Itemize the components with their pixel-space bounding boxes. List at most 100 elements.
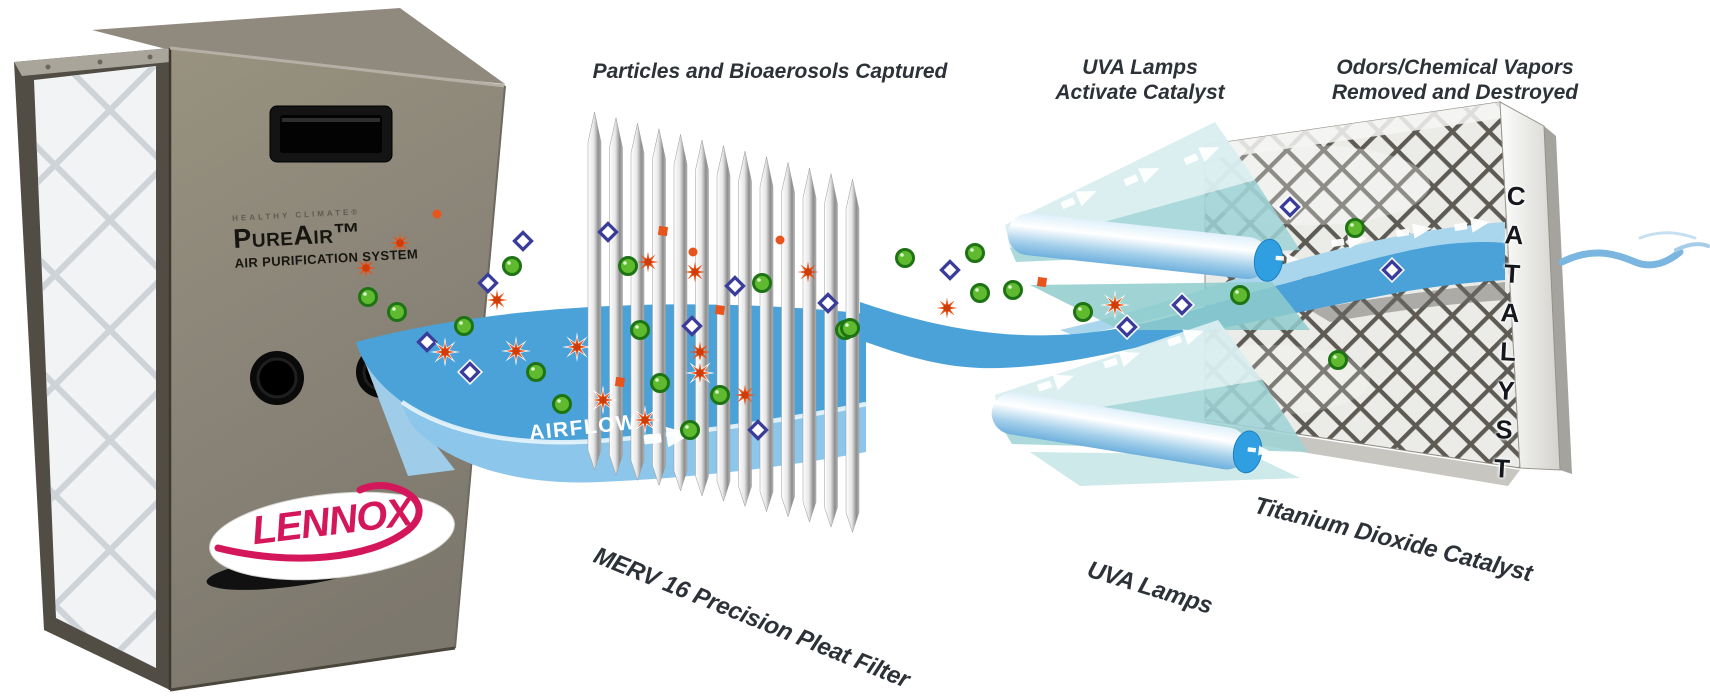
- vapor-diamond-icon: [1379, 257, 1405, 283]
- particle-circle-icon: [552, 394, 572, 414]
- catalyst-edge: [1499, 101, 1572, 474]
- particle-circle-icon: [1345, 218, 1365, 238]
- filter-pleat: [759, 156, 774, 513]
- bioaerosol-star-icon: [734, 384, 756, 406]
- vapor-diamond-icon: [1277, 194, 1303, 220]
- filter-pleat: [652, 128, 666, 487]
- bioaerosol-star-icon: [562, 332, 592, 362]
- clean-air-wave-faint: [1638, 231, 1697, 240]
- cabinet-top-face: [92, 8, 505, 84]
- uva-lamp-upper: [1007, 213, 1284, 282]
- filter-pleat: [781, 162, 795, 518]
- bioaerosol-star-icon: [932, 293, 962, 323]
- filter-pleat: [695, 139, 709, 497]
- bioaerosol-star-icon: [637, 251, 659, 273]
- particle-circle-icon: [502, 256, 522, 276]
- caption-uva-activate: UVA Lamps Activate Catalyst: [1035, 56, 1245, 106]
- caption-odors-removed: Odors/Chemical Vapors Removed and Destro…: [1325, 56, 1585, 106]
- bioaerosol-star-icon: [501, 336, 531, 366]
- clean-air-wave-thin: [1674, 242, 1710, 252]
- lamp-tube: [1007, 213, 1269, 280]
- beam-pale: [1005, 122, 1255, 248]
- particle-circle-icon: [970, 283, 990, 303]
- vapor-diamond-icon: [512, 230, 534, 252]
- screw-icon: [45, 64, 51, 70]
- bioaerosol-star-icon: [430, 337, 460, 367]
- screw-icon: [97, 59, 103, 65]
- vapor-diamond-icon: [747, 419, 769, 441]
- filter-pleat: [738, 151, 752, 508]
- filter-pleat: [630, 123, 645, 482]
- particle-circle-icon: [752, 273, 772, 293]
- particle-circle-icon: [630, 320, 650, 340]
- particles-group: [355, 194, 1405, 441]
- particle-circle-icon: [1328, 350, 1348, 370]
- particle-dot-icon: [432, 209, 442, 219]
- particle-circle-icon: [1003, 280, 1023, 300]
- particle-circle-icon: [454, 316, 474, 336]
- vapor-diamond-icon: [477, 272, 499, 294]
- lamp-tube: [991, 392, 1248, 470]
- pleated-filter: [587, 111, 860, 534]
- particle-circle-icon: [387, 302, 407, 322]
- filter-media-weave: [34, 66, 156, 668]
- particle-circle-icon: [840, 318, 860, 338]
- cabinet-bottom-edge: [169, 646, 456, 692]
- particle-circle-icon: [895, 248, 915, 268]
- particle-circle-icon: [965, 243, 985, 263]
- vapor-diamond-icon: [416, 331, 438, 353]
- stream-main-band: [860, 242, 1505, 369]
- particle-circle-icon: [650, 373, 670, 393]
- vapor-diamond-icon: [817, 292, 839, 314]
- vapor-diamond-icon: [1114, 314, 1140, 340]
- port-left-inner: [256, 357, 298, 399]
- beam-pale: [995, 320, 1262, 424]
- cabinet-top-lip: [169, 46, 506, 88]
- filter-pleat: [716, 145, 731, 503]
- vapor-diamond-icon: [1169, 292, 1195, 318]
- vapor-diamond-icon: [457, 359, 483, 385]
- vapor-diamond-icon: [681, 315, 703, 337]
- particle-dot-icon: [775, 235, 785, 245]
- vapor-diamond-icon: [724, 275, 746, 297]
- filter-pleat: [673, 134, 688, 492]
- particle-circle-icon: [680, 420, 700, 440]
- caption-uva-activate-line1: UVA Lamps: [1082, 56, 1198, 79]
- bioaerosol-star-icon: [389, 232, 411, 254]
- bioaerosol-star-icon: [689, 341, 711, 363]
- particle-square-icon: [714, 304, 726, 316]
- particle-square-icon: [1036, 276, 1048, 288]
- panel-top-highlight: [1205, 102, 1503, 160]
- bioaerosol-star-icon: [1100, 290, 1130, 320]
- lamp-end-cap: [1253, 238, 1284, 282]
- bioaerosol-star-icon: [355, 257, 377, 279]
- particle-circle-icon: [618, 256, 638, 276]
- caption-odors-removed-line1: Odors/Chemical Vapors: [1336, 56, 1574, 79]
- filter-pleat: [824, 173, 838, 529]
- filter-pleat: [845, 179, 860, 534]
- filter-pleat: [802, 167, 817, 523]
- clean-air-squiggle: [1558, 231, 1710, 269]
- clean-air-wave: [1558, 248, 1684, 269]
- bioaerosol-star-icon: [684, 261, 706, 283]
- caption-uva-activate-line2: Activate Catalyst: [1055, 80, 1225, 104]
- bioaerosol-star-icon: [685, 358, 715, 388]
- bioaerosol-star-icon: [486, 289, 508, 311]
- vapor-diamond-icon: [937, 257, 963, 283]
- particle-circle-icon: [358, 287, 378, 307]
- display-screen-inner: [280, 115, 382, 153]
- particle-circle-icon: [526, 362, 546, 382]
- caption-particles-captured: Particles and Bioaerosols Captured: [592, 60, 948, 83]
- caption-odors-removed-line2: Removed and Destroyed: [1331, 80, 1579, 104]
- vapor-diamond-icon: [597, 221, 619, 243]
- particle-circle-icon: [1073, 302, 1093, 322]
- unit-cabinet: [14, 8, 506, 692]
- particle-circle-icon: [710, 385, 730, 405]
- bioaerosol-star-icon: [588, 385, 618, 415]
- particle-circle-icon: [1230, 285, 1250, 305]
- stream-shadow-on-panel: [1310, 282, 1505, 322]
- particle-square-icon: [614, 376, 626, 388]
- particle-dot-icon: [688, 247, 698, 257]
- uva-lamp-lower: [991, 392, 1263, 474]
